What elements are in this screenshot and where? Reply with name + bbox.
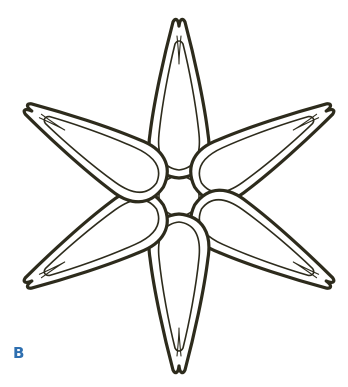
petal-upper-left — [11, 82, 178, 213]
panel-label: B — [13, 343, 24, 363]
